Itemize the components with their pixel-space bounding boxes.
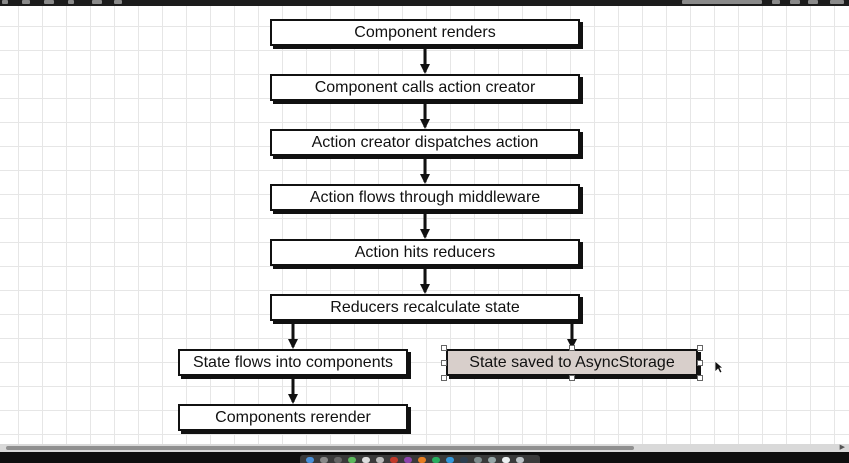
dock-app-icon[interactable] <box>488 457 496 463</box>
flow-node[interactable]: Reducers recalculate state <box>270 294 580 321</box>
node-label: State flows into components <box>192 353 394 371</box>
toolbar-icon[interactable] <box>2 0 8 4</box>
window-toolbar <box>0 0 849 6</box>
dock-app-icon[interactable] <box>516 457 524 463</box>
toolbar-icon[interactable] <box>808 0 818 4</box>
flow-node[interactable]: Action flows through middleware <box>270 184 580 211</box>
toolbar-icon[interactable] <box>114 0 122 4</box>
flow-node[interactable]: Component renders <box>270 19 580 46</box>
dock-app-icon[interactable] <box>362 457 370 463</box>
node-label: Reducers recalculate state <box>330 298 520 316</box>
toolbar-icon[interactable] <box>22 0 30 4</box>
node-label: Component calls action creator <box>314 78 536 96</box>
dock-app-icon[interactable] <box>390 457 398 463</box>
resize-handle[interactable] <box>441 360 447 366</box>
node-label: Action creator dispatches action <box>311 133 539 151</box>
flow-node[interactable]: State flows into components <box>178 349 408 376</box>
resize-handle[interactable] <box>441 345 447 351</box>
dock-app-icon[interactable] <box>404 457 412 463</box>
dock-app-icon[interactable] <box>432 457 440 463</box>
flow-node-selected[interactable]: State saved to AsyncStorage <box>446 349 698 376</box>
dock-app-icon[interactable] <box>306 457 314 463</box>
resize-handle[interactable] <box>697 345 703 351</box>
mouse-pointer-icon <box>714 360 724 374</box>
dock-app-icon[interactable] <box>474 457 482 463</box>
node-label: Action flows through middleware <box>309 188 541 206</box>
toolbar-icon[interactable] <box>830 0 844 4</box>
resize-handle[interactable] <box>569 345 575 351</box>
dock-app-icon[interactable] <box>446 457 454 463</box>
resize-handle[interactable] <box>697 360 703 366</box>
resize-handle[interactable] <box>569 375 575 381</box>
scrollbar-thumb[interactable] <box>6 446 634 450</box>
flow-node[interactable]: Action hits reducers <box>270 239 580 266</box>
dock-app-icon[interactable] <box>460 457 468 463</box>
dock-app-icon[interactable] <box>320 457 328 463</box>
node-label: Components rerender <box>215 408 371 426</box>
scroll-arrow-right-icon[interactable]: ▶ <box>839 444 845 451</box>
toolbar-icon[interactable] <box>790 0 800 4</box>
toolbar-slider[interactable] <box>682 0 762 4</box>
connector-layer <box>288 48 577 404</box>
node-label: Action hits reducers <box>354 243 496 261</box>
flow-node[interactable]: Component calls action creator <box>270 74 580 101</box>
node-label: Component renders <box>354 23 496 41</box>
diagram-canvas[interactable]: Component renders Component calls action… <box>0 6 849 450</box>
dock-app-icon[interactable] <box>418 457 426 463</box>
toolbar-icon[interactable] <box>68 0 74 4</box>
dock-app-icon[interactable] <box>376 457 384 463</box>
horizontal-scrollbar[interactable]: ▶ <box>0 444 849 452</box>
node-label: State saved to AsyncStorage <box>469 353 675 371</box>
resize-handle[interactable] <box>697 375 703 381</box>
dock-app-icon[interactable] <box>334 457 342 463</box>
toolbar-icon[interactable] <box>44 0 54 4</box>
resize-handle[interactable] <box>441 375 447 381</box>
dock-app-icon[interactable] <box>502 457 510 463</box>
dock-app-icon[interactable] <box>348 457 356 463</box>
flow-node[interactable]: Components rerender <box>178 404 408 431</box>
toolbar-icon[interactable] <box>772 0 780 4</box>
app-dock <box>0 452 849 463</box>
flow-node[interactable]: Action creator dispatches action <box>270 129 580 156</box>
toolbar-icon[interactable] <box>92 0 102 4</box>
